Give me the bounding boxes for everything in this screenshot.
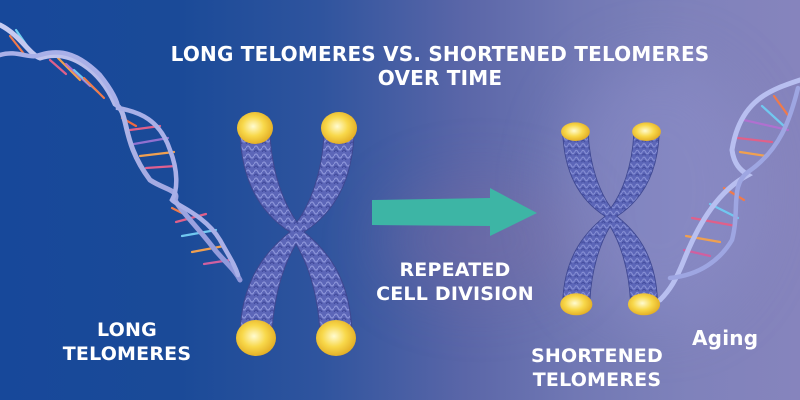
aging-label: Aging (692, 326, 759, 350)
arrow-right-icon (372, 188, 537, 236)
title-line-1: LONG TELOMERES VS. SHORTENED TELOMERES (170, 42, 710, 66)
dna-helix-right-icon (657, 77, 800, 303)
page-title: LONG TELOMERES VS. SHORTENED TELOMERES O… (150, 42, 730, 90)
long-telomeres-label: LONG TELOMERES (52, 318, 202, 366)
label-line: REPEATED (399, 259, 511, 281)
label-line: TELOMERES (532, 369, 662, 391)
title-line-2: OVER TIME (377, 66, 503, 90)
label-line: LONG (97, 319, 157, 341)
chromosome-long-telomeres-icon (236, 112, 357, 356)
dna-helix-left-icon (0, 22, 243, 283)
label-line: TELOMERES (62, 343, 192, 365)
repeated-cell-division-label: REPEATED CELL DIVISION (362, 258, 548, 306)
label-line: CELL DIVISION (376, 283, 534, 305)
chromosome-short-telomeres-icon (560, 122, 661, 316)
label-line: SHORTENED (531, 345, 663, 367)
shortened-telomeres-label: SHORTENED TELOMERES (522, 344, 672, 392)
